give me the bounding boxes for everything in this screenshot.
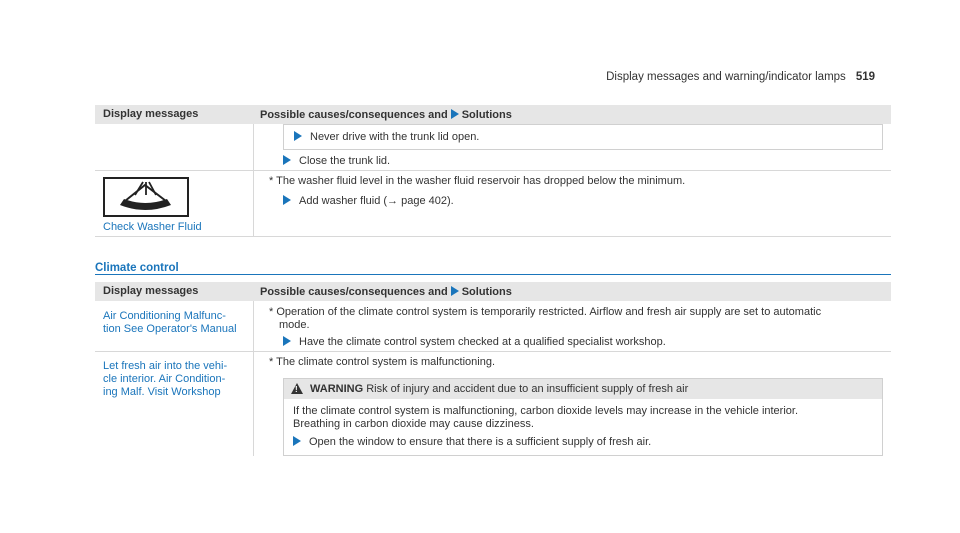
arrow-icon <box>450 109 459 119</box>
arrow-icon <box>283 195 291 205</box>
arrow-icon <box>283 336 291 346</box>
table-row: Air Conditioning Malfunc- tion See Opera… <box>95 301 891 352</box>
col-display-messages: Display messages <box>103 285 199 297</box>
table-row: Never drive with the trunk lid open. Clo… <box>95 124 891 171</box>
header-title: Display messages and warning/indicator l… <box>606 71 846 83</box>
step-box: Never drive with the trunk lid open. <box>283 124 883 150</box>
warning-triangle-icon <box>291 383 303 394</box>
table-row: Check Washer Fluid * The washer fluid le… <box>95 171 891 237</box>
table-header: Display messages Possible causes/consequ… <box>95 282 891 301</box>
arrow-icon <box>450 286 459 296</box>
table-row: Let fresh air into the vehi- cle interio… <box>95 352 891 456</box>
arrow-icon <box>293 436 301 446</box>
arrow-icon <box>283 155 291 165</box>
warning-box: WARNING Risk of injury and accident due … <box>283 378 883 456</box>
warning-header: WARNING Risk of injury and accident due … <box>284 379 882 399</box>
cause-text: * The washer fluid level in the washer f… <box>269 175 686 187</box>
page-number: 519 <box>855 71 875 83</box>
col-display-messages: Display messages <box>103 108 199 120</box>
step-item: Open the window to ensure that there is … <box>293 436 651 449</box>
table-header: Display messages Possible causes/consequ… <box>95 105 891 124</box>
step-item: Close the trunk lid. <box>283 155 390 168</box>
cause-text: * The climate control system is malfunct… <box>269 356 495 368</box>
message-label: Let fresh air into the vehi- cle interio… <box>103 360 228 398</box>
warning-word: WARNING <box>310 383 364 395</box>
cause-text: * Operation of the climate control syste… <box>269 306 822 331</box>
section-title: Climate control <box>95 262 179 274</box>
washer-fluid-icon <box>103 177 189 217</box>
message-label: Air Conditioning Malfunc- tion See Opera… <box>103 310 237 335</box>
table-display-messages-1: Display messages Possible causes/consequ… <box>95 105 891 237</box>
step-item: Add washer fluid (→ page 402). <box>283 195 454 208</box>
warning-title: Risk of injury and accident due to an in… <box>366 383 689 395</box>
section-divider <box>95 274 891 275</box>
step-item: Never drive with the trunk lid open. <box>294 131 479 144</box>
step-item: Have the climate control system checked … <box>283 336 666 349</box>
page-header: Display messages and warning/indicator l… <box>606 71 875 83</box>
warning-body: If the climate control system is malfunc… <box>293 405 799 430</box>
message-label: Check Washer Fluid <box>103 221 202 233</box>
arrow-icon <box>294 131 302 141</box>
table-display-messages-2: Display messages Possible causes/consequ… <box>95 282 891 456</box>
